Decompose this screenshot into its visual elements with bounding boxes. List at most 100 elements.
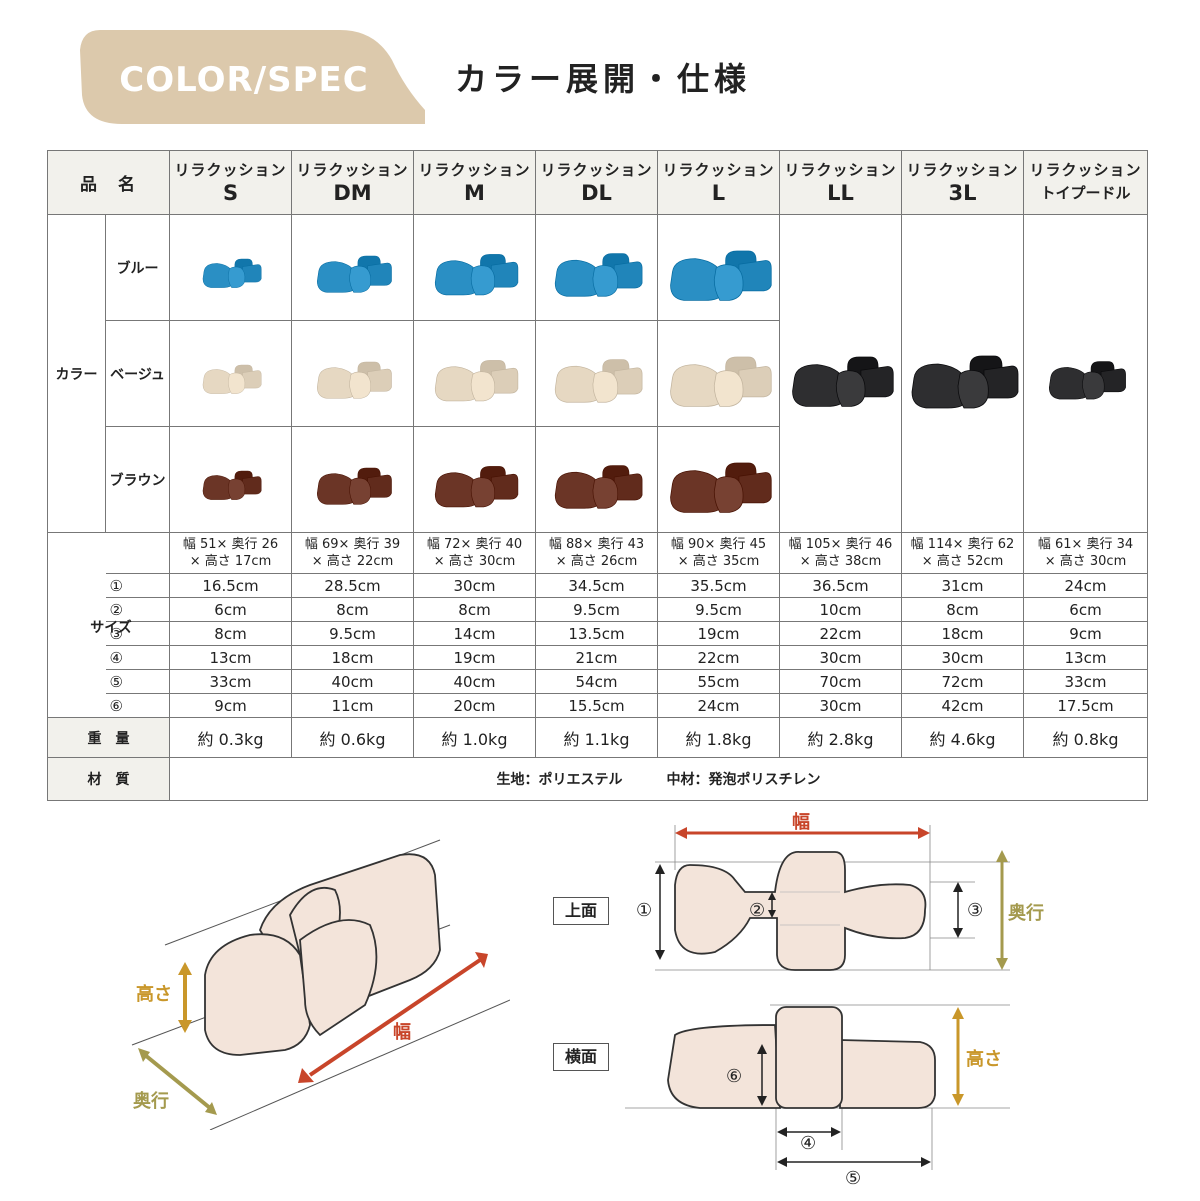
depth-arrow bbox=[138, 1048, 217, 1115]
height-label-right: 高さ bbox=[966, 1049, 1002, 1070]
depth-label-right: 奥行 bbox=[1008, 903, 1044, 924]
size-value-cell: 9.5cm bbox=[535, 597, 658, 622]
cushion-part bbox=[470, 370, 495, 401]
weight-cell: 約 1.0kg bbox=[413, 717, 536, 758]
size-value-cell: 8cm bbox=[413, 597, 536, 622]
page-title: カラー展開・仕様 bbox=[455, 60, 752, 98]
top-width-arrow bbox=[675, 827, 930, 839]
size-value-cell: 24cm bbox=[1023, 573, 1148, 598]
cushion-part bbox=[241, 475, 261, 494]
cushion-part bbox=[613, 366, 642, 394]
size-value-cell: 31cm bbox=[901, 573, 1024, 598]
size-value-cell: 14cm bbox=[413, 621, 536, 646]
height-label: 高さ bbox=[136, 984, 172, 1005]
cushion-part bbox=[592, 370, 618, 403]
mark-6: ⑥ bbox=[726, 1066, 743, 1087]
material-fabric: 生地：ポリエステル bbox=[496, 772, 623, 788]
cushion-body bbox=[204, 853, 441, 1056]
size-value-cell: 8cm bbox=[169, 621, 292, 646]
product-image-cell bbox=[657, 214, 780, 321]
size-value-cell: 8cm bbox=[901, 597, 1024, 622]
cushion-part bbox=[227, 372, 245, 394]
size-value-cell: 9cm bbox=[169, 693, 292, 718]
cushion-part bbox=[738, 365, 772, 397]
weight-cell: 約 0.3kg bbox=[169, 717, 292, 758]
side-height-arrow bbox=[952, 1007, 964, 1106]
dim-arrow-5 bbox=[777, 1157, 931, 1167]
orthographic-diagram bbox=[625, 825, 1010, 1170]
size-mark: ⑥ bbox=[105, 693, 170, 718]
product-image-cell bbox=[535, 426, 658, 533]
color-name-blue: ブルー bbox=[105, 214, 170, 321]
width-label-right: 幅 bbox=[792, 812, 810, 833]
cushion-part bbox=[1100, 368, 1126, 392]
dims-cell: 幅 61× 奥行 34× 高さ 30cm bbox=[1023, 532, 1148, 574]
dims-cell: 幅 72× 奥行 40× 高さ 30cm bbox=[413, 532, 536, 574]
size-value-cell: 24cm bbox=[657, 693, 780, 718]
cushion-image bbox=[202, 364, 261, 394]
size-value-cell: 13cm bbox=[169, 645, 292, 670]
cushion-part bbox=[835, 369, 865, 407]
width-arrow bbox=[298, 952, 488, 1083]
cushion-part bbox=[470, 476, 495, 507]
cushion-image bbox=[434, 253, 518, 295]
cushion-image bbox=[554, 464, 642, 509]
size-value-cell: 11cm bbox=[291, 693, 414, 718]
height-arrow bbox=[178, 962, 192, 1033]
color-row-brown: ブラウン bbox=[48, 426, 1148, 533]
cushion-part bbox=[957, 369, 989, 408]
depth-label: 奥行 bbox=[133, 1091, 169, 1112]
size-value-cell: 21cm bbox=[535, 645, 658, 670]
product-name-cell: リラクッショントイプードル bbox=[1023, 150, 1148, 215]
dims-cell: 幅 51× 奥行 26× 高さ 17cm bbox=[169, 532, 292, 574]
size-value-cell: 30cm bbox=[779, 645, 902, 670]
cushion-image bbox=[202, 258, 261, 288]
dims-cell: 幅 69× 奥行 39× 高さ 22cm bbox=[291, 532, 414, 574]
cushion-part bbox=[490, 473, 518, 499]
material-row: 材 質 生地：ポリエステル 中材：発泡ポリスチレン bbox=[47, 757, 1148, 801]
row-label-size bbox=[47, 532, 106, 718]
cushion-part bbox=[490, 367, 518, 393]
cushion-image bbox=[911, 355, 1018, 408]
cushion-part bbox=[1081, 371, 1105, 399]
cushion-image bbox=[434, 465, 518, 507]
size-value-cell: 6cm bbox=[1023, 597, 1148, 622]
cushion-image bbox=[316, 361, 392, 399]
dims-cell: 幅 88× 奥行 43× 高さ 26cm bbox=[535, 532, 658, 574]
size-value-cell: 13.5cm bbox=[535, 621, 658, 646]
color-row-blue: カラー ブルー bbox=[47, 214, 1148, 533]
mark-3: ③ bbox=[967, 900, 984, 921]
cushion-part bbox=[613, 472, 642, 500]
product-image-cell bbox=[413, 426, 536, 533]
cushion-image bbox=[202, 470, 261, 500]
row-label-material: 材 質 bbox=[47, 757, 170, 801]
product-image-cell bbox=[169, 320, 292, 427]
cushion-part bbox=[613, 260, 642, 288]
cushion-part bbox=[713, 475, 743, 513]
cushion-image bbox=[669, 356, 772, 407]
cushion-part bbox=[738, 471, 772, 503]
size-mark: ② bbox=[105, 597, 170, 622]
cushion-part bbox=[592, 476, 618, 509]
size-label: サイズ bbox=[90, 620, 132, 636]
size-value-cell: 22cm bbox=[779, 621, 902, 646]
material-filling: 中材：発泡ポリスチレン bbox=[666, 772, 821, 788]
size-value-cell: 18cm bbox=[291, 645, 414, 670]
product-image-cell bbox=[169, 214, 292, 321]
cushion-image bbox=[554, 358, 642, 403]
weight-cell: 約 0.8kg bbox=[1023, 717, 1148, 758]
size-value-cell: 36.5cm bbox=[779, 573, 902, 598]
size-value-cell: 55cm bbox=[657, 669, 780, 694]
material-cell: 生地：ポリエステル 中材：発泡ポリスチレン bbox=[169, 757, 1148, 801]
product-image-cell bbox=[1023, 214, 1148, 533]
cushion-part bbox=[592, 264, 618, 297]
weight-cell: 約 1.8kg bbox=[657, 717, 780, 758]
side-view-label: 横面 bbox=[553, 1043, 609, 1071]
cushion-part bbox=[490, 261, 518, 287]
